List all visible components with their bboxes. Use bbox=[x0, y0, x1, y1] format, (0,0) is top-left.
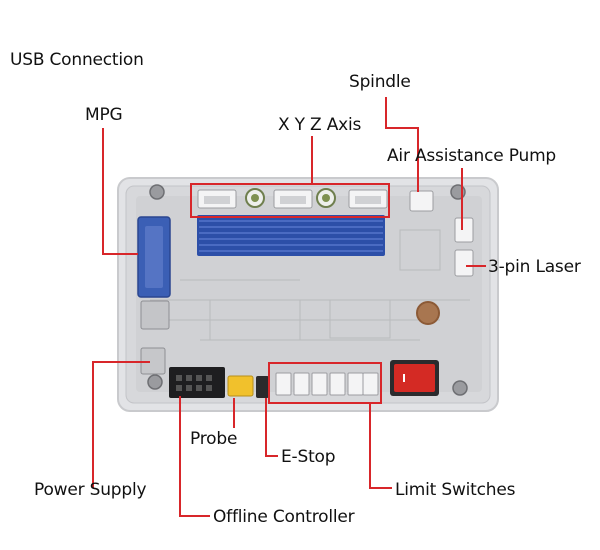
label-e-stop: E-Stop bbox=[281, 447, 336, 467]
label-mpg: MPG bbox=[85, 105, 123, 125]
mounting-screws bbox=[147, 184, 468, 396]
label-limit-switches: Limit Switches bbox=[395, 480, 516, 500]
spindle-connector bbox=[409, 190, 434, 212]
power-jack bbox=[140, 347, 166, 375]
label-probe: Probe bbox=[190, 429, 238, 449]
label-offline-controller: Offline Controller bbox=[213, 507, 355, 527]
offline-controller-header bbox=[169, 367, 225, 398]
usb-port bbox=[140, 300, 170, 330]
label-air-assistance-pump: Air Assistance Pump bbox=[387, 146, 557, 166]
air-pump-connector bbox=[454, 217, 474, 243]
label-usb-connection: USB Connection bbox=[10, 50, 144, 70]
label-power-supply: Power Supply bbox=[34, 480, 147, 500]
limit-switch-connectors bbox=[275, 372, 379, 396]
inductor-coil bbox=[416, 301, 440, 325]
laser-connector bbox=[454, 249, 474, 277]
label-xyz-axis: X Y Z Axis bbox=[278, 115, 362, 135]
estop-connector bbox=[256, 376, 269, 398]
label-spindle: Spindle bbox=[349, 72, 411, 92]
probe-connector bbox=[227, 375, 254, 397]
label-3-pin-laser: 3-pin Laser bbox=[488, 257, 581, 277]
